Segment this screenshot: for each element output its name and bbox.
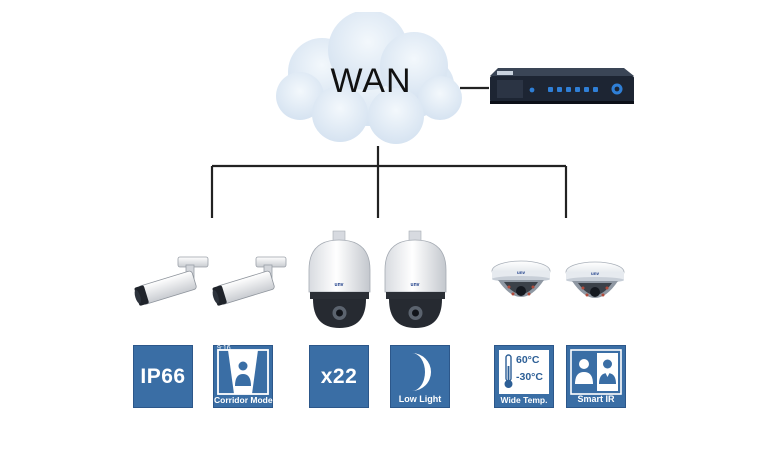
- low-temp-value: -30°C: [516, 371, 543, 383]
- wan-label: WAN: [330, 62, 412, 100]
- bullet-cameras: [134, 256, 287, 306]
- svg-text:unv: unv: [335, 282, 344, 288]
- feature-corridor-mode: 9:16 Corridor Mode: [213, 345, 273, 408]
- wide-temp-label: Wide Temp.: [500, 395, 548, 405]
- bullet-camera-2-icon: [212, 256, 287, 306]
- smart-ir-label: Smart IR: [577, 394, 615, 404]
- ptz-camera-2-icon: unv: [384, 230, 447, 328]
- ptz-cameras: unv unv: [308, 230, 447, 328]
- feature-wide-temp: 60°C -30°C Wide Temp.: [494, 345, 554, 408]
- dome-camera-1-icon: unv: [491, 260, 551, 297]
- svg-text:unv: unv: [411, 282, 420, 288]
- wan-cloud-icon: [276, 12, 462, 144]
- smart-ir-icon: [570, 349, 622, 395]
- svg-text:unv: unv: [517, 270, 525, 275]
- low-light-label: Low Light: [398, 394, 442, 404]
- feature-zoom-x22: x22: [309, 345, 369, 408]
- feature-smart-ir: Smart IR: [566, 345, 626, 408]
- ip66-label: IP66: [140, 365, 186, 388]
- bullet-camera-1-icon: [134, 256, 209, 306]
- nvr-recorder-icon: [490, 68, 634, 104]
- feature-ip66: IP66: [133, 345, 193, 408]
- thermometer-icon: [499, 350, 549, 394]
- corridor-mode-label: Corridor Mode: [214, 395, 273, 405]
- zoom-label: x22: [320, 365, 358, 388]
- dome-camera-2-icon: unv: [565, 261, 625, 298]
- corridor-ratio: 9:16: [217, 345, 231, 352]
- high-temp-value: 60°C: [516, 354, 540, 366]
- dome-cameras: unv unv: [491, 260, 625, 298]
- corridor-mode-icon: [217, 349, 269, 395]
- moon-icon: [412, 353, 431, 391]
- svg-text:unv: unv: [591, 271, 599, 276]
- ptz-camera-1-icon: unv: [308, 230, 371, 328]
- feature-low-light: Low Light: [390, 345, 450, 408]
